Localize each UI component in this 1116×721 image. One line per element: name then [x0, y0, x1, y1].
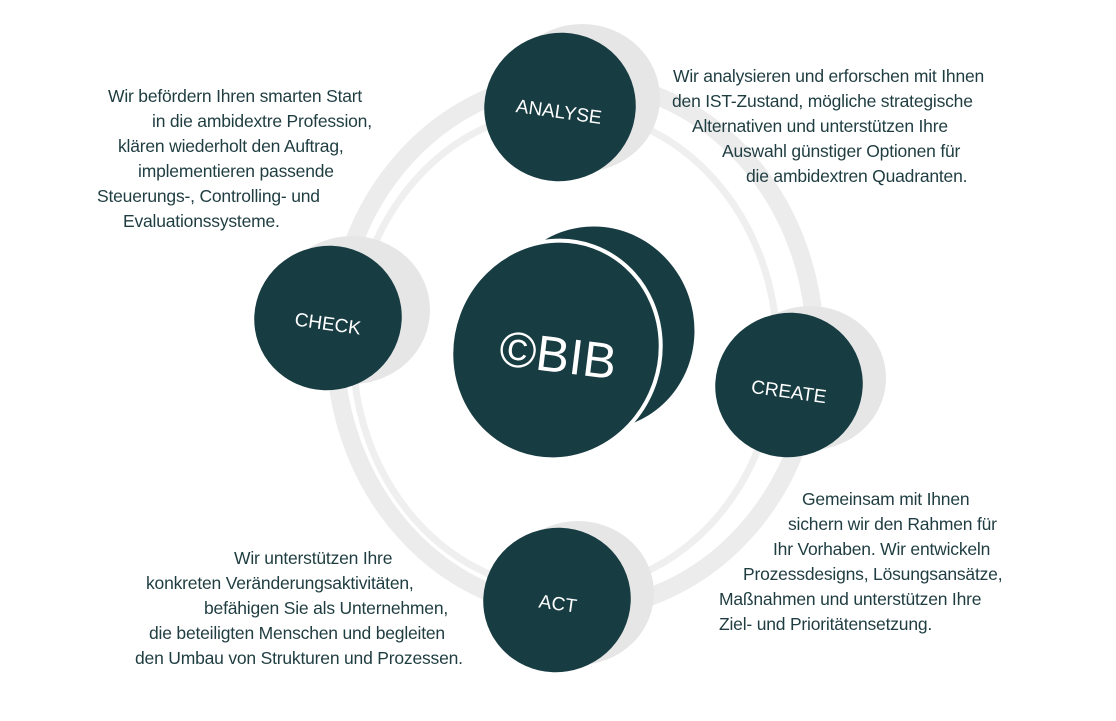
text-line: Wir analysieren und erforschen mit Ihnen [673, 66, 985, 86]
text-line: Alternativen und unterstützen Ihre [692, 116, 948, 136]
text-line: Wir unterstützen Ihre [234, 548, 393, 568]
text-line: den IST-Zustand, mögliche strategische [672, 91, 973, 111]
text-line: befähigen Sie als Unternehmen, [204, 598, 449, 618]
text-line: Gemeinsam mit Ihnen [802, 489, 970, 509]
text-line: Ihr Vorhaben. Wir entwickeln [773, 539, 991, 559]
text-line: Maßnahmen und unterstützen Ihre [719, 589, 982, 609]
text-line: in die ambidextre Profession, [152, 111, 372, 131]
text-line: die ambidextren Quadranten. [746, 166, 968, 186]
node-check[interactable]: CHECK [234, 225, 430, 411]
text-line: Auswahl günstiger Optionen für [722, 141, 961, 161]
text-line: implementieren passende [138, 161, 334, 181]
text-line: Steuerungs-, Controlling- und [97, 186, 320, 206]
text-line: sichern wir den Rahmen für [788, 514, 997, 534]
center-disc: ©BIB [449, 226, 695, 462]
text-line: konkreten Veränderungsaktivitäten, [146, 573, 414, 593]
text-line: Ziel- und Prioritätensetzung. [719, 614, 933, 634]
text-line: die beteiligten Menschen und begleiten [149, 623, 445, 643]
node-create[interactable]: CREATE [695, 292, 886, 478]
node-act[interactable]: ACT [463, 507, 654, 693]
text-line: Prozessdesigns, Lösungsansätze, [743, 564, 1003, 584]
text-line: Wir befördern Ihren smarten Start [108, 86, 363, 106]
node-analyse[interactable]: ANALYSE [463, 11, 660, 202]
text-line: Evaluationssysteme. [123, 211, 280, 231]
text-line: den Umbau von Strukturen und Prozessen. [135, 648, 463, 668]
text-line: klären wiederholt den Auftrag, [118, 136, 344, 156]
